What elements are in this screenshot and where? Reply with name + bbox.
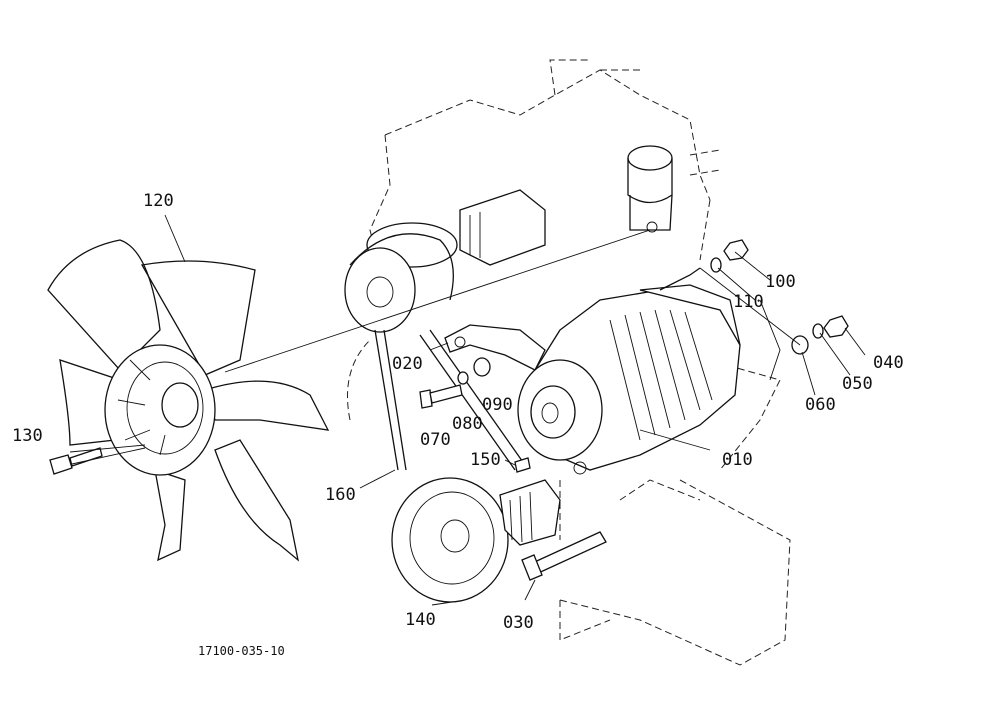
cooling-fan (47, 239, 330, 562)
nut-040 (823, 315, 849, 338)
crankshaft-pulley (391, 477, 561, 603)
terminal-washer-110 (710, 257, 722, 273)
callout-120: 120 (143, 191, 174, 211)
callout-070: 070 (420, 430, 451, 450)
terminal-nut-100 (723, 239, 749, 261)
callout-040: 040 (873, 353, 904, 373)
callout-160: 160 (325, 485, 356, 505)
leader-lines (69, 214, 866, 606)
callout-010: 010 (722, 450, 753, 470)
callout-090: 090 (482, 395, 513, 415)
pulley-key (514, 457, 531, 473)
callout-140: 140 (405, 610, 436, 630)
lock-washer-080 (457, 371, 469, 385)
callout-060: 060 (805, 395, 836, 415)
fan-drive-pulley (344, 222, 458, 333)
water-pump-housing (459, 145, 673, 266)
fan-bolt (49, 447, 103, 475)
fan-belt (374, 329, 526, 471)
callout-020: 020 (392, 354, 423, 374)
adjusting-bolt (419, 384, 463, 409)
callout-030: 030 (503, 613, 534, 633)
crank-pulley-bolt (521, 531, 607, 581)
alternator (517, 267, 741, 475)
alternator-bracket (444, 324, 546, 371)
callout-050: 050 (842, 374, 873, 394)
plain-washer-090 (473, 357, 491, 377)
callout-110: 110 (733, 292, 764, 312)
callout-100: 100 (765, 272, 796, 292)
callout-150: 150 (470, 450, 501, 470)
drawing-code: 17100-035-10 (198, 644, 285, 658)
callout-080: 080 (452, 414, 483, 434)
lock-washer-050 (812, 323, 824, 339)
callout-labels: 120 130 020 070 080 090 100 110 040 050 … (12, 191, 904, 658)
callout-130: 130 (12, 426, 43, 446)
